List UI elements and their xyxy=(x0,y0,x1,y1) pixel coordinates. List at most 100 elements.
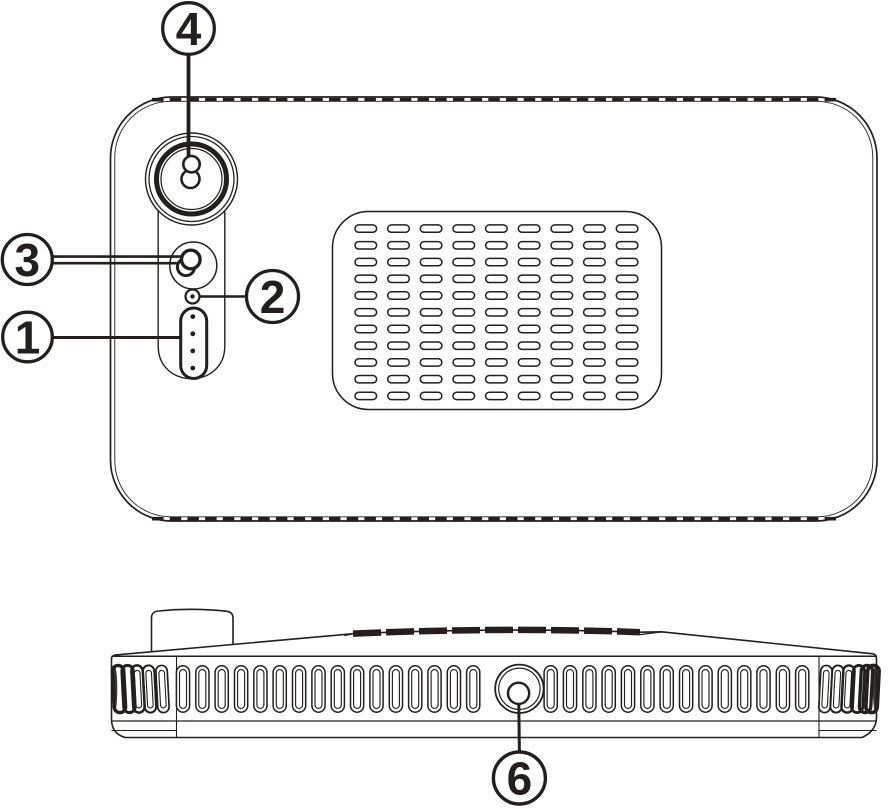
grille-slot xyxy=(582,374,606,384)
grille-slot xyxy=(452,391,476,401)
grille-slot xyxy=(419,274,443,284)
grille-slot xyxy=(615,240,639,250)
grille-slot xyxy=(484,341,508,351)
focus-knob xyxy=(179,248,202,271)
callout-3-number: 3 xyxy=(15,234,41,286)
cap-slot xyxy=(857,663,875,715)
grille-slot xyxy=(386,240,411,250)
grille-slot xyxy=(452,324,476,334)
cap-slot xyxy=(155,664,170,714)
grille-slot xyxy=(354,391,378,401)
grille-slot xyxy=(517,291,541,300)
grille-slot xyxy=(419,291,443,300)
grille-slot xyxy=(386,391,411,401)
grille-slot xyxy=(582,257,606,267)
grille-edge-band xyxy=(352,626,641,637)
callout-2-number: 2 xyxy=(260,271,286,323)
grille-slot xyxy=(550,391,574,401)
callout-2: 2 xyxy=(200,268,301,325)
vent-slot xyxy=(214,665,230,713)
callout-1-circle xyxy=(1,310,54,364)
callouts: 4 3 2 1 6 xyxy=(0,1,548,806)
vent-slot xyxy=(659,665,675,713)
right-end-slots xyxy=(818,663,881,715)
grille-slot xyxy=(386,224,411,234)
grille-slot xyxy=(550,240,574,250)
vent-slot xyxy=(717,665,733,713)
grille-slot xyxy=(354,257,378,267)
grille-slot xyxy=(386,341,411,351)
grille-slot xyxy=(517,374,541,384)
vent-slot xyxy=(446,665,462,713)
grille-slot xyxy=(550,341,574,351)
vent-slot xyxy=(698,665,713,713)
grille-slot xyxy=(484,391,508,401)
vent-slot-inner xyxy=(217,669,226,709)
vent-slot xyxy=(195,665,210,713)
right-edge-shadow xyxy=(872,666,878,712)
grille-slot xyxy=(386,357,411,367)
grille-slot xyxy=(354,341,378,351)
vent-slot-inner xyxy=(353,669,362,709)
grille-slot xyxy=(582,391,606,401)
vent-slot-inner xyxy=(256,669,265,709)
grille-slot xyxy=(386,324,411,334)
grille-slot xyxy=(354,274,378,284)
callout-4-circle xyxy=(161,1,216,56)
vent-slot-inner xyxy=(449,669,458,709)
speaker-grille-outline xyxy=(331,210,663,411)
battery-dot xyxy=(190,348,196,354)
grille-slot xyxy=(517,341,541,351)
vent-slot-inner xyxy=(546,669,555,709)
vent-slot xyxy=(311,665,326,713)
vent-slot xyxy=(349,665,365,713)
vent-slot xyxy=(601,665,617,713)
indicator-led xyxy=(184,288,201,305)
cap-slot xyxy=(849,664,867,714)
battery-dot xyxy=(190,365,196,371)
mount-hole xyxy=(506,681,531,706)
callout-6-leader xyxy=(517,704,521,753)
grille-slot xyxy=(582,357,606,367)
vent-slot-inner xyxy=(469,669,478,709)
grille-slot xyxy=(517,307,541,317)
left-edge-shadow xyxy=(111,666,118,712)
battery-indicator-dots xyxy=(190,314,196,371)
vent-slot-inner xyxy=(623,669,633,709)
grille-slot xyxy=(484,224,508,234)
grille-slot xyxy=(452,291,476,300)
grille-slot xyxy=(517,391,541,401)
grille-slot xyxy=(550,307,574,317)
vent-slot-inner xyxy=(411,669,420,709)
grille-slot xyxy=(419,391,443,401)
lens-ring-bold xyxy=(154,141,229,217)
grille-slot xyxy=(484,374,508,384)
grille-slot xyxy=(452,224,476,234)
vent-slot-inner xyxy=(720,669,729,709)
grille-slot xyxy=(484,240,508,250)
grille-slot xyxy=(452,274,476,284)
battery-indicator-pill xyxy=(179,306,209,380)
vent-slot-inner xyxy=(565,669,575,709)
cap-slot-inner xyxy=(821,669,830,709)
grille-slot xyxy=(517,257,541,267)
grille-slot xyxy=(615,257,639,267)
grille-slot xyxy=(452,341,476,351)
grille-slot xyxy=(354,291,378,300)
vent-slot xyxy=(388,665,404,713)
grille-slot xyxy=(386,291,411,300)
vent-slot xyxy=(582,665,597,713)
cap-slot xyxy=(141,664,158,714)
vent-slot xyxy=(175,665,191,713)
vent-slot xyxy=(736,665,752,713)
grille-slot xyxy=(484,324,508,334)
vent-slot xyxy=(407,665,423,713)
cap-slot xyxy=(840,664,856,714)
lens xyxy=(144,132,239,226)
grille-slot xyxy=(582,341,606,351)
vent-slot-inner xyxy=(682,669,691,709)
lens-mark-upper xyxy=(182,154,202,174)
grille-slot xyxy=(517,274,541,284)
grille-slot xyxy=(419,307,443,317)
grille-slot xyxy=(615,307,639,317)
